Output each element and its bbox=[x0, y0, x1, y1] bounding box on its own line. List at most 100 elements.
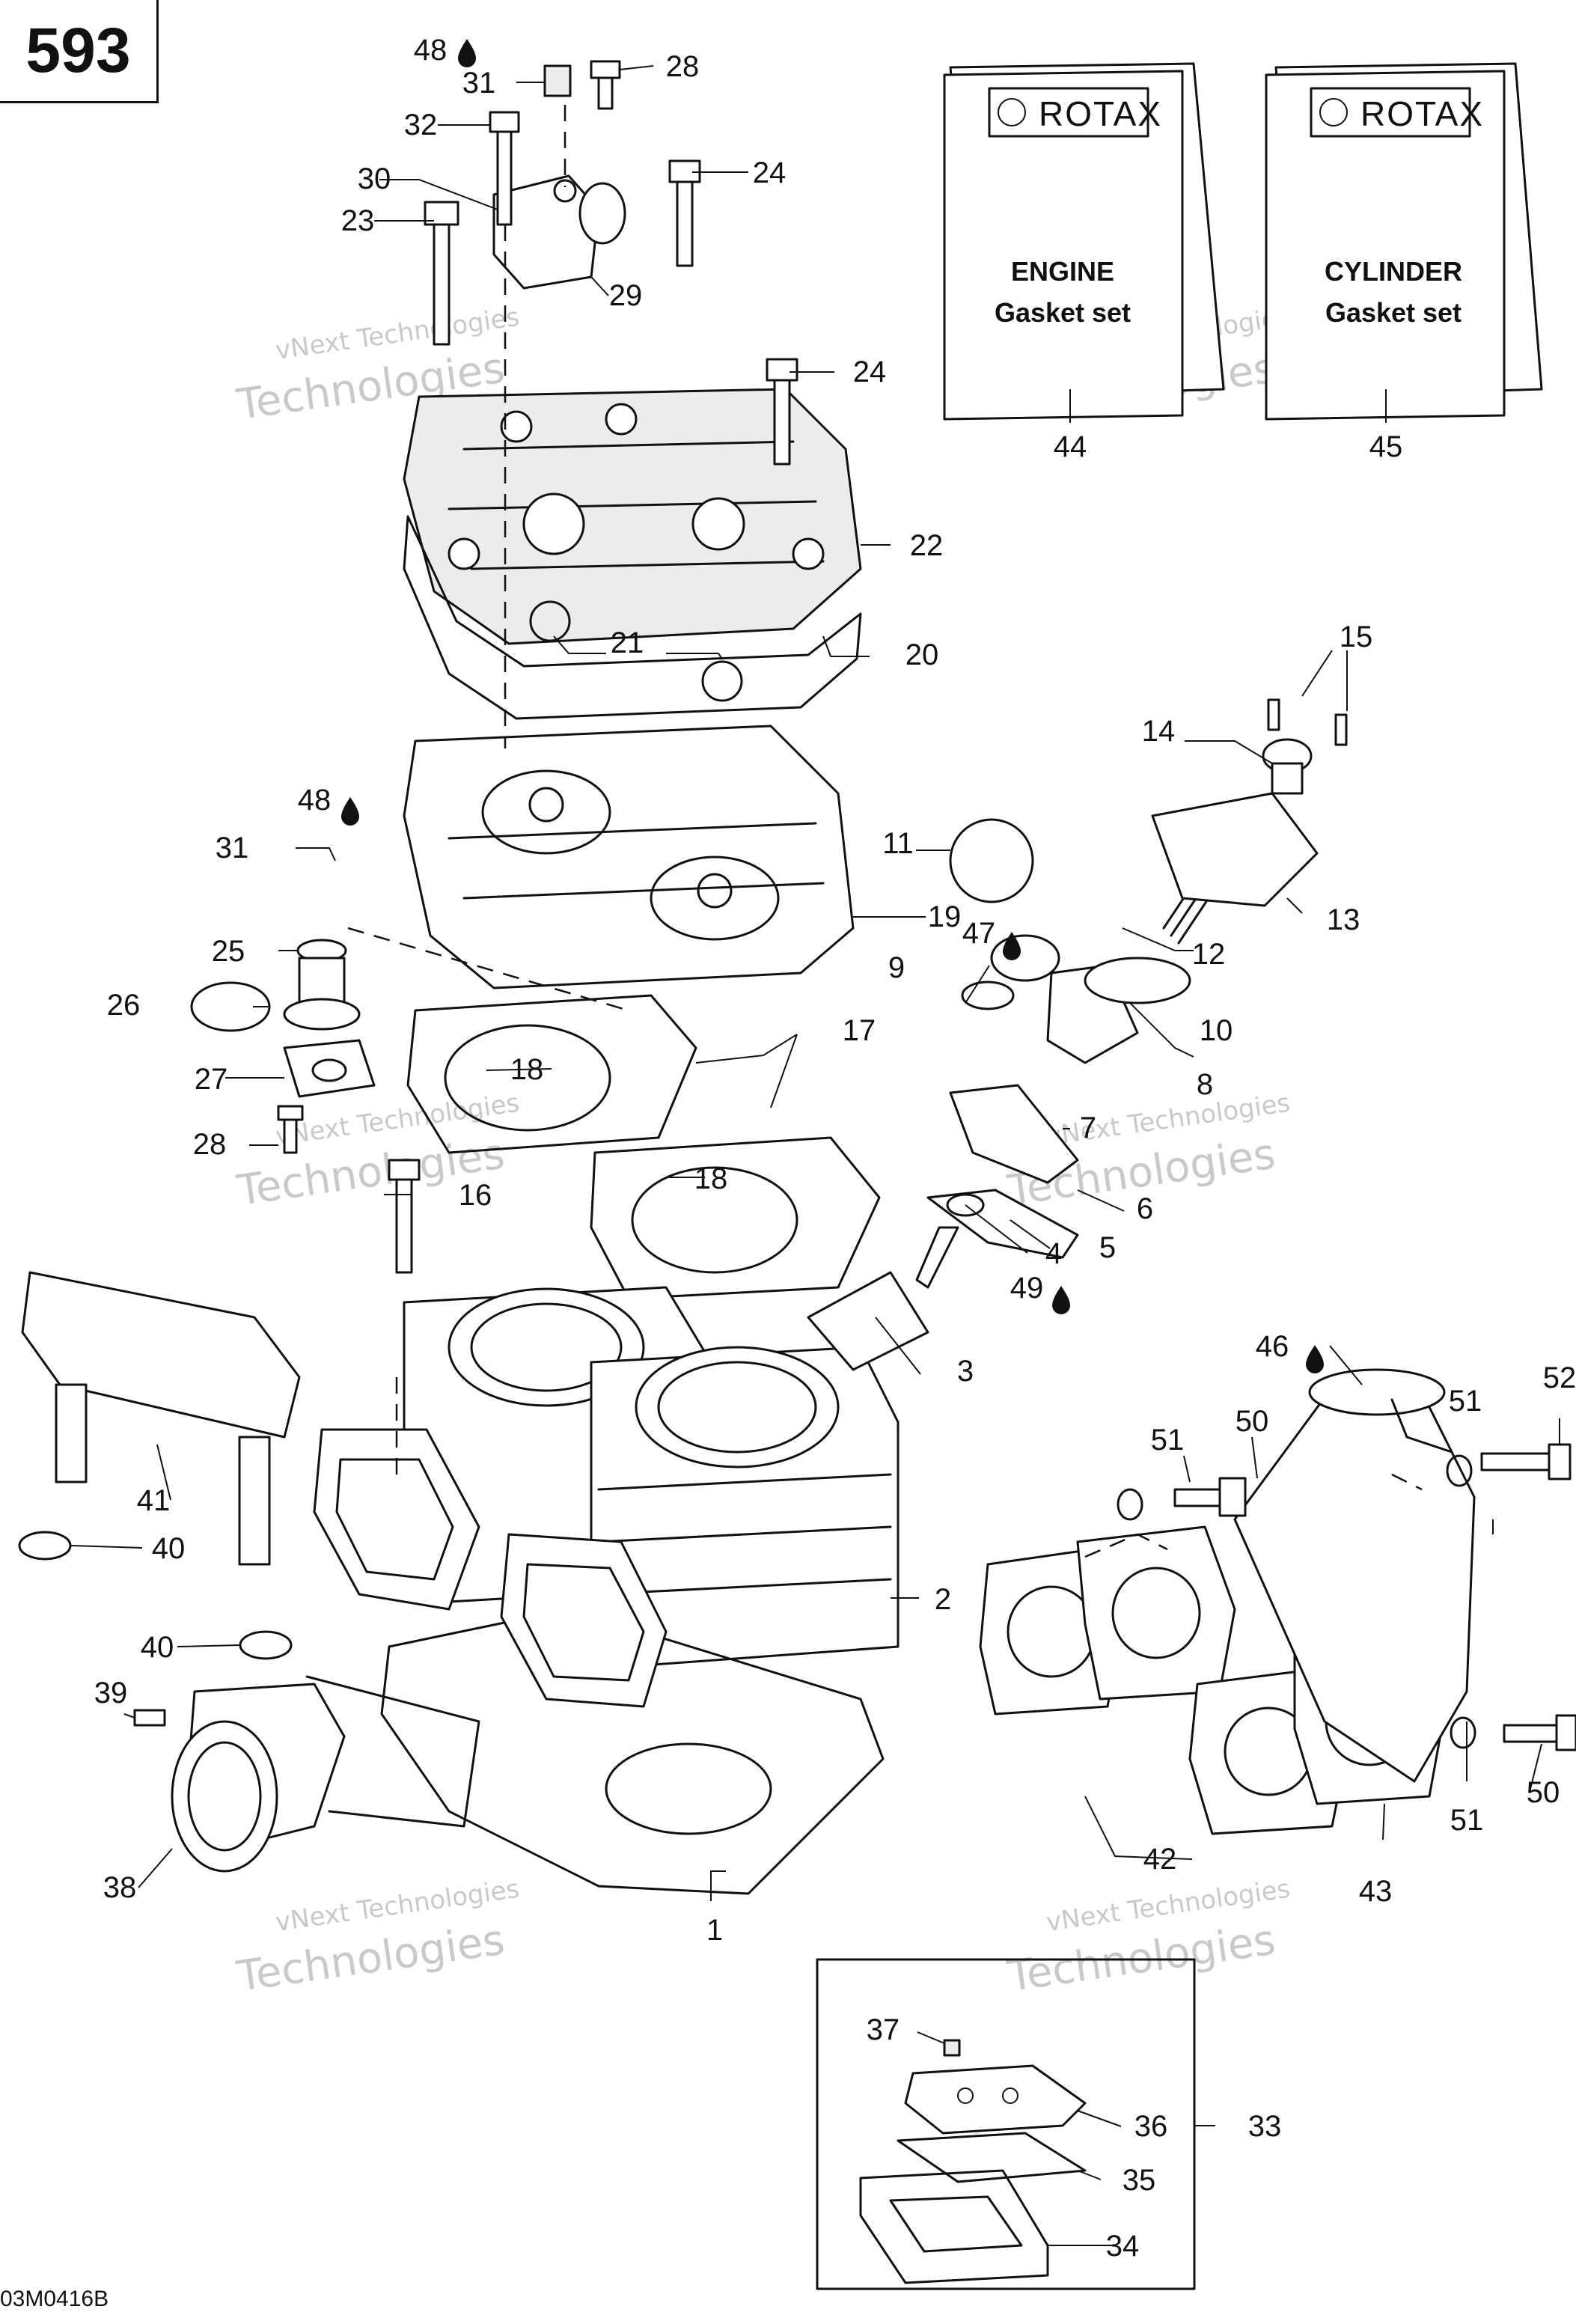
callout-47: 47 bbox=[962, 917, 996, 950]
rave-valve bbox=[807, 698, 1348, 1371]
callout-25: 25 bbox=[212, 935, 245, 968]
callout-16: 16 bbox=[459, 1179, 492, 1212]
callout-19: 19 bbox=[928, 900, 962, 933]
callout-42: 42 bbox=[1143, 1843, 1177, 1876]
svg-text:ROTAX: ROTAX bbox=[1360, 94, 1484, 133]
water-manifold bbox=[21, 1271, 301, 1566]
callout-33: 33 bbox=[1248, 2110, 1282, 2143]
svg-text:ENGINE: ENGINE bbox=[1011, 256, 1114, 287]
head-gaskets bbox=[406, 994, 881, 1300]
oil-drop-icon bbox=[458, 39, 476, 67]
callout-34: 34 bbox=[1106, 2230, 1140, 2263]
cylinder-gasket-kit: ROTAX CYLINDER Gasket set bbox=[1265, 62, 1543, 421]
assembly-lines bbox=[347, 105, 1423, 1558]
callout-22: 22 bbox=[910, 529, 944, 562]
cylinder-block bbox=[403, 1286, 900, 1667]
cylinder-head bbox=[403, 725, 855, 989]
callout-2: 2 bbox=[935, 1583, 951, 1616]
watermark-5: vNext Technologies Technologies bbox=[233, 1874, 522, 2001]
callout-46: 46 bbox=[1256, 1330, 1289, 1363]
oil-drop-icon bbox=[1052, 1286, 1070, 1314]
callout-40b: 40 bbox=[152, 1532, 186, 1565]
svg-text:Gasket set: Gasket set bbox=[1325, 297, 1462, 328]
callout-45: 45 bbox=[1369, 430, 1403, 463]
svg-text:Technologies: Technologies bbox=[233, 1915, 507, 2001]
callout-30: 30 bbox=[358, 162, 391, 195]
callout-3: 3 bbox=[957, 1355, 974, 1388]
figure-code: 03M0416B bbox=[0, 2287, 109, 2311]
callout-40a: 40 bbox=[141, 1631, 174, 1664]
callout-20: 20 bbox=[905, 638, 939, 671]
callout-50b: 50 bbox=[1527, 1776, 1560, 1809]
reed-kit-box bbox=[816, 1958, 1196, 2290]
callout-32: 32 bbox=[404, 109, 438, 141]
callout-35: 35 bbox=[1123, 2164, 1156, 2197]
callout-10: 10 bbox=[1200, 1014, 1233, 1047]
callout-9: 9 bbox=[888, 951, 905, 984]
page-number-box: 593 bbox=[0, 0, 159, 103]
thermostat bbox=[190, 939, 421, 1274]
callout-49: 49 bbox=[1010, 1272, 1044, 1305]
callout-51b: 51 bbox=[1449, 1385, 1482, 1418]
callout-12: 12 bbox=[1192, 938, 1226, 971]
callout-17: 17 bbox=[843, 1014, 876, 1047]
callout-38: 38 bbox=[103, 1871, 137, 1904]
callout-37: 37 bbox=[867, 2013, 900, 2046]
oil-drop-icon bbox=[341, 797, 359, 826]
svg-text:ROTAX: ROTAX bbox=[1039, 94, 1162, 133]
water-outlet-fitting bbox=[492, 174, 626, 290]
exhaust-manifold bbox=[979, 1368, 1476, 1835]
callout-27: 27 bbox=[195, 1063, 228, 1096]
callout-44: 44 bbox=[1054, 430, 1087, 463]
callout-26: 26 bbox=[107, 989, 141, 1022]
engine-gasket-kit: ROTAX ENGINE Gasket set bbox=[943, 62, 1225, 421]
callout-48a: 48 bbox=[298, 784, 332, 817]
callout-31a: 31 bbox=[216, 832, 249, 864]
callout-41: 41 bbox=[137, 1484, 171, 1517]
callout-50a: 50 bbox=[1236, 1405, 1269, 1438]
callout-18a: 18 bbox=[510, 1053, 544, 1086]
svg-text:CYLINDER: CYLINDER bbox=[1325, 256, 1462, 287]
callout-11: 11 bbox=[882, 827, 914, 860]
callout-31b: 31 bbox=[462, 67, 496, 100]
callout-48b: 48 bbox=[414, 34, 448, 67]
leader-lines bbox=[70, 65, 1560, 2246]
svg-text:Gasket set: Gasket set bbox=[995, 297, 1131, 328]
head-bolts bbox=[424, 60, 798, 466]
oil-drop-icon bbox=[1003, 932, 1021, 960]
callout-51c: 51 bbox=[1450, 1804, 1484, 1837]
callout-8: 8 bbox=[1197, 1068, 1213, 1101]
callout-24b: 24 bbox=[853, 356, 887, 388]
callout-5: 5 bbox=[1099, 1231, 1116, 1264]
callout-15: 15 bbox=[1340, 620, 1373, 653]
callout-28b: 28 bbox=[666, 50, 700, 83]
callout-18b: 18 bbox=[694, 1162, 728, 1195]
callout-51a: 51 bbox=[1151, 1424, 1185, 1457]
callout-23: 23 bbox=[341, 204, 375, 237]
hose-clamps bbox=[18, 1531, 293, 1660]
head-cover bbox=[403, 388, 862, 645]
callout-7: 7 bbox=[1080, 1111, 1096, 1144]
callout-36: 36 bbox=[1134, 2110, 1168, 2143]
callout-43: 43 bbox=[1359, 1875, 1393, 1908]
callout-6: 6 bbox=[1137, 1192, 1153, 1225]
callout-4: 4 bbox=[1045, 1237, 1062, 1270]
callout-1: 1 bbox=[706, 1914, 723, 1947]
callout-21: 21 bbox=[611, 626, 644, 659]
callout-14: 14 bbox=[1142, 715, 1176, 748]
oil-drop-icon bbox=[1306, 1345, 1324, 1373]
callout-29: 29 bbox=[609, 279, 643, 312]
watermark-6: vNext Technologies Technologies bbox=[1004, 1874, 1292, 2001]
oil-drop-icons bbox=[341, 39, 1324, 1373]
callout-24a: 24 bbox=[753, 156, 787, 189]
callout-13: 13 bbox=[1327, 903, 1360, 936]
callout-39: 39 bbox=[94, 1677, 128, 1710]
reed-valves bbox=[313, 1428, 668, 1708]
base-gasket bbox=[380, 1608, 885, 1895]
callout-52: 52 bbox=[1543, 1361, 1576, 1394]
cover-gasket bbox=[403, 515, 862, 720]
intake-adaptor bbox=[133, 1675, 480, 1873]
callouts: 1 2 3 4 5 6 7 8 9 10 11 12 13 14 15 16 1… bbox=[94, 34, 1576, 2263]
